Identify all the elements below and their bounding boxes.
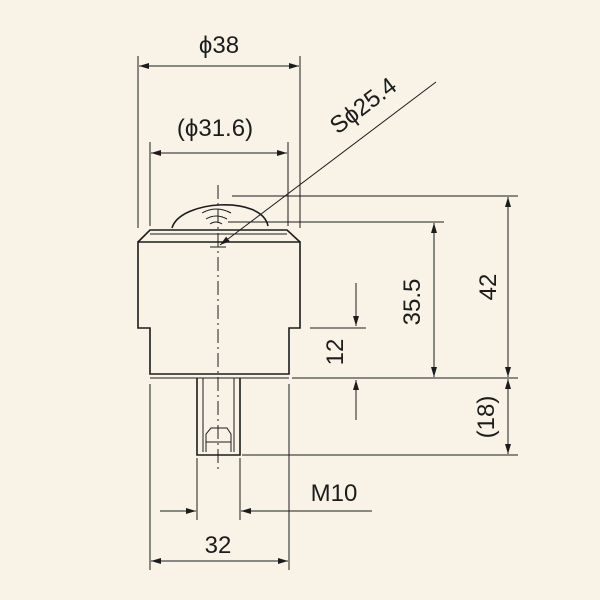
ball-center-height-label: 35.5 (399, 279, 426, 326)
thread-label: M10 (311, 480, 358, 507)
housing-upper (137, 241, 301, 375)
base-width-label: 32 (205, 532, 232, 559)
total-height-label: 42 (475, 274, 502, 301)
dim-ball-center-height: 35.5 (399, 223, 437, 377)
ball-highlight-arcs (201, 208, 232, 225)
dim-base-width: 32 (149, 384, 290, 570)
ball-sphere-label: Sϕ25.4 (325, 72, 402, 139)
inner-diameter-label: (ϕ31.6) (177, 115, 253, 142)
dim-inner-diameter: (ϕ31.6) (149, 115, 289, 226)
dim-ball-sphere: Sϕ25.4 (219, 72, 437, 246)
top-cap (137, 229, 301, 243)
outer-diameter-label: ϕ38 (199, 32, 239, 59)
dim-total-height: 42 (475, 197, 511, 377)
dim-outer-diameter: ϕ38 (137, 32, 301, 228)
dim-flange-height: 12 (322, 283, 359, 420)
flange-height-label: 12 (322, 339, 349, 366)
dim-thread: M10 (160, 458, 372, 520)
hex-socket (205, 427, 232, 452)
dim-stud-length: (18) (473, 379, 511, 454)
ball-dome (171, 204, 269, 229)
ball-transfer-unit (137, 185, 301, 470)
stud-length-label: (18) (473, 396, 500, 439)
